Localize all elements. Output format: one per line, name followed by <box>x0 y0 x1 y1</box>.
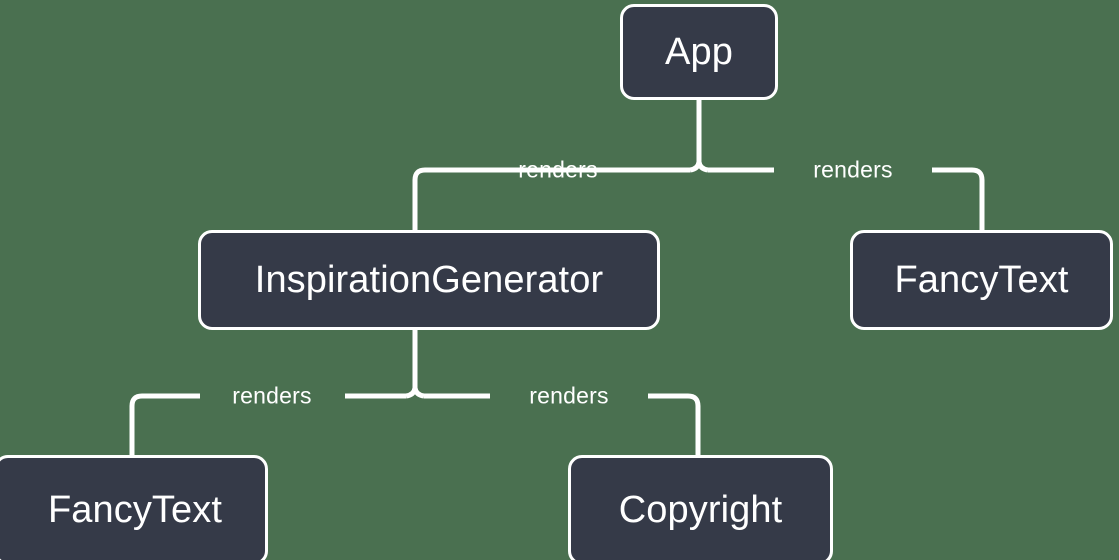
edge-app-tee-left <box>689 161 702 173</box>
node-fancytext-bottom[interactable]: FancyText <box>0 455 268 560</box>
node-app[interactable]: App <box>620 4 778 100</box>
node-app-label: App <box>665 31 733 73</box>
edge-label-app-to-fancytext: renders <box>813 156 893 183</box>
node-fancytext-right-label: FancyText <box>894 259 1069 301</box>
node-fancytext-right[interactable]: FancyText <box>850 230 1113 330</box>
edge-label-inspiration-to-copyright: renders <box>529 382 609 409</box>
node-copyright-label: Copyright <box>618 489 783 531</box>
node-inspiration-generator[interactable]: InspirationGenerator <box>198 230 660 330</box>
edge-app-to-inspiration-elbow <box>412 167 487 230</box>
edge-inspiration-tee-left <box>405 387 418 399</box>
edge-app-tee-right <box>696 161 709 173</box>
edge-inspiration-tee-right <box>412 387 425 399</box>
edge-inspiration-to-fancytext-elbow <box>129 393 200 455</box>
node-inspiration-generator-label: InspirationGenerator <box>254 259 604 301</box>
edge-inspiration-to-copyright-elbow <box>648 393 701 455</box>
edge-label-inspiration-to-fancytext: renders <box>232 382 312 409</box>
node-fancytext-bottom-label: FancyText <box>47 489 223 531</box>
edge-label-app-to-inspiration: renders <box>518 156 598 183</box>
edge-app-to-fancytext-elbow <box>932 167 985 230</box>
node-copyright[interactable]: Copyright <box>568 455 833 560</box>
